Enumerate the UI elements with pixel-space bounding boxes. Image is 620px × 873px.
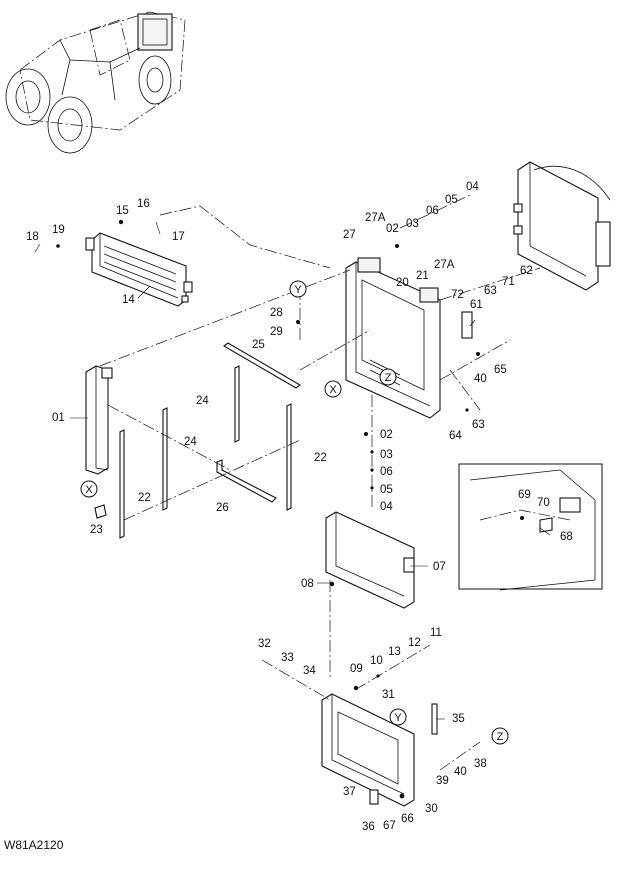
svg-text:Y: Y [394, 712, 402, 724]
reference-y-icon: Y [389, 708, 407, 726]
callout-67: 67 [383, 820, 396, 832]
callout-24: 24 [184, 436, 197, 448]
svg-text:X: X [329, 384, 337, 396]
callout-62: 62 [520, 265, 533, 277]
callout-20: 20 [396, 277, 409, 289]
svg-text:X: X [85, 484, 93, 496]
callout-03: 03 [380, 449, 393, 461]
callout-07: 07 [433, 561, 446, 573]
svg-text:Y: Y [294, 284, 302, 296]
callout-09: 09 [350, 663, 363, 675]
callout-22: 22 [138, 492, 151, 504]
callout-36: 36 [362, 821, 375, 833]
callout-37: 37 [343, 786, 356, 798]
callout-70: 70 [537, 497, 550, 509]
callout-30: 30 [425, 803, 438, 815]
callout-71: 71 [502, 276, 515, 288]
seal-strip [162, 407, 168, 511]
callout-04: 04 [466, 181, 479, 193]
callout-12: 12 [408, 637, 421, 649]
callout-66: 66 [401, 813, 414, 825]
reference-x-icon: X [324, 380, 342, 398]
oil-cooler-icon [85, 232, 193, 307]
callout-35: 35 [452, 713, 465, 725]
callout-15: 15 [116, 205, 129, 217]
callout-25: 25 [252, 339, 265, 351]
reference-z-icon: Z [379, 368, 397, 386]
callout-27: 27 [343, 229, 356, 241]
callout-38: 38 [474, 758, 487, 770]
callout-63: 63 [484, 285, 497, 297]
seal-strip [234, 365, 240, 443]
callout-17: 17 [172, 231, 185, 243]
seal-strip [216, 459, 277, 503]
callout-22: 22 [314, 452, 327, 464]
callout-63: 63 [472, 419, 485, 431]
reference-z-icon: Z [491, 727, 509, 745]
callout-27a: 27A [365, 212, 386, 224]
callout-65: 65 [494, 364, 507, 376]
callout-06: 06 [426, 205, 439, 217]
callout-72: 72 [451, 289, 464, 301]
callout-01: 01 [52, 412, 65, 424]
callout-02: 02 [386, 223, 399, 235]
tractor-icon [5, 11, 186, 154]
bracket-frame-icon [321, 693, 438, 807]
callout-34: 34 [303, 665, 316, 677]
reference-y-icon: Y [289, 280, 307, 298]
callout-61: 61 [470, 299, 483, 311]
callout-11: 11 [430, 627, 442, 639]
callout-16: 16 [137, 198, 150, 210]
callout-08: 08 [301, 578, 314, 590]
callout-13: 13 [388, 646, 401, 658]
callout-39: 39 [436, 775, 449, 787]
callout-05: 05 [380, 484, 393, 496]
callout-28: 28 [270, 307, 283, 319]
seal-strip [223, 342, 301, 389]
callout-33: 33 [281, 652, 294, 664]
callout-26: 26 [216, 502, 229, 514]
callout-24: 24 [196, 395, 209, 407]
callout-21: 21 [416, 270, 429, 282]
callout-32: 32 [258, 638, 271, 650]
fan-shroud-icon [513, 161, 611, 291]
callout-40: 40 [454, 766, 467, 778]
callout-04: 04 [380, 501, 393, 513]
callout-31: 31 [382, 689, 395, 701]
callout-05: 05 [445, 194, 458, 206]
callout-10: 10 [370, 655, 383, 667]
detail-inset [458, 463, 603, 591]
condenser-icon [325, 511, 415, 609]
callout-14: 14 [122, 294, 135, 306]
callout-03: 03 [406, 218, 419, 230]
callout-29: 29 [270, 326, 283, 338]
callout-19: 19 [52, 224, 65, 236]
callout-69: 69 [518, 489, 531, 501]
callout-18: 18 [26, 231, 39, 243]
bracket-frame-icon [345, 257, 473, 419]
callout-68: 68 [560, 531, 573, 543]
radiator-icon [85, 365, 113, 475]
callout-64: 64 [449, 430, 462, 442]
callout-40: 40 [474, 373, 487, 385]
seal-strip [119, 429, 125, 539]
svg-text:Z: Z [385, 372, 392, 384]
figure-code: W81A2120 [4, 838, 64, 852]
clip-part [94, 504, 107, 519]
reference-x-icon: X [80, 480, 98, 498]
callout-02: 02 [380, 429, 393, 441]
seal-strip [286, 403, 292, 511]
svg-text:Z: Z [497, 731, 504, 743]
callout-23: 23 [90, 524, 103, 536]
callout-06: 06 [380, 466, 393, 478]
callout-27a: 27A [434, 259, 455, 271]
